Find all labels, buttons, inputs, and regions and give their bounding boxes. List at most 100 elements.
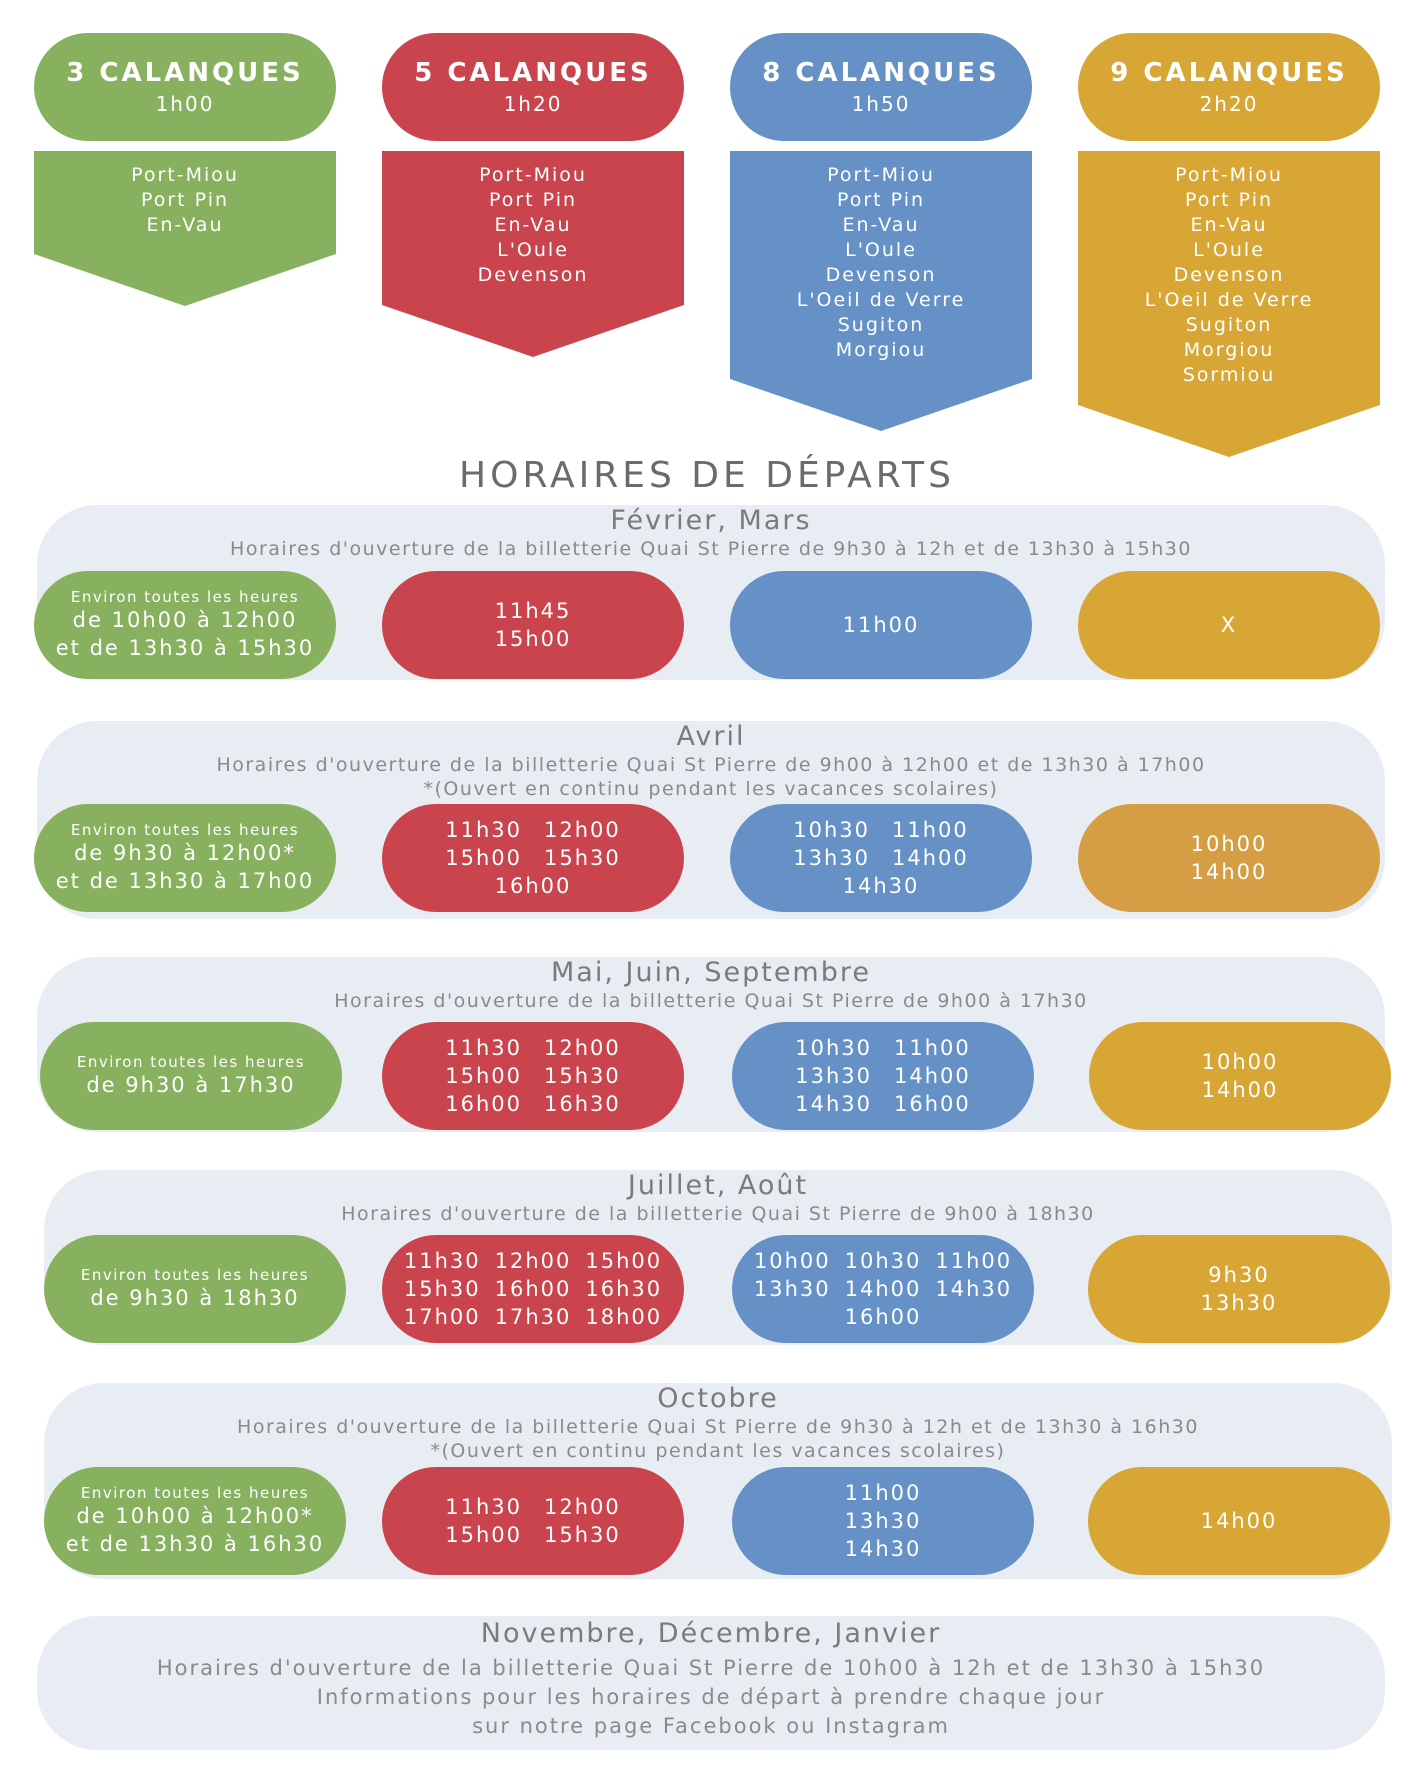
stop: L'Oeil de Verre — [1144, 289, 1314, 311]
schedule-3-calanques: Environ toutes les heures de 10h00 à 12h… — [44, 1467, 346, 1575]
route-stops: Port-Miou Port Pin En-Vau L'Oule Devenso… — [382, 151, 684, 357]
route-3-calanques: 3 CALANQUES 1h00 Port-Miou Port Pin En-V… — [34, 33, 336, 306]
info-line: *(Ouvert en continu pendant les vacances… — [423, 778, 999, 800]
route-pill: 9 CALANQUES 2h20 — [1078, 33, 1380, 141]
info-line: Horaires d'ouverture de la billetterie Q… — [334, 990, 1088, 1012]
stop: En-Vau — [842, 214, 920, 236]
departure-time: 10h30 — [844, 1249, 922, 1273]
route-5-calanques: 5 CALANQUES 1h20 Port-Miou Port Pin En-V… — [382, 33, 684, 357]
stop: Morgiou — [835, 339, 927, 361]
route-duration: 1h20 — [503, 92, 563, 116]
stop: Port-Miou — [1175, 164, 1283, 186]
info-line: Horaires d'ouverture de la billetterie Q… — [341, 1203, 1095, 1225]
route-duration: 2h20 — [1199, 92, 1259, 116]
schedule-9-calanques: 10h00 14h00 — [1089, 1022, 1391, 1130]
info-line: Horaires d'ouverture de la billetterie Q… — [216, 754, 1206, 776]
schedule-8-calanques: 11h00 13h30 14h30 — [732, 1467, 1034, 1575]
departure-time: 15h00 — [445, 846, 522, 870]
period-info: Horaires d'ouverture de la billetterie Q… — [44, 1415, 1392, 1463]
route-name: 3 CALANQUES — [66, 58, 304, 88]
route-pill: 3 CALANQUES 1h00 — [34, 33, 336, 141]
departure-time: 12h00 — [494, 1249, 572, 1273]
route-stops: Port-Miou Port Pin En-Vau — [34, 151, 336, 306]
departure-time: 10h00 — [1190, 832, 1268, 856]
info-line: Informations pour les horaires de départ… — [316, 1685, 1106, 1709]
schedule-line: de 10h00 à 12h00* — [76, 1504, 314, 1528]
departure-time: 11h00 — [842, 613, 920, 637]
departure-time: 10h00 — [753, 1249, 831, 1273]
stop: Sugiton — [1185, 314, 1273, 336]
departure-time: 11h00 — [844, 1481, 922, 1505]
departure-time: 11h45 — [494, 599, 572, 623]
route-9-calanques: 9 CALANQUES 2h20 Port-Miou Port Pin En-V… — [1078, 33, 1380, 457]
route-stops: Port-Miou Port Pin En-Vau L'Oule Devenso… — [1078, 151, 1380, 457]
schedule-3-calanques: Environ toutes les heures de 9h30 à 17h3… — [40, 1022, 342, 1130]
schedule-3-calanques: Environ toutes les heures de 9h30 à 18h3… — [44, 1235, 346, 1343]
departure-time: 12h00 — [544, 1495, 621, 1519]
schedule-5-calanques: 11h45 15h00 — [382, 571, 684, 679]
schedule-note: Environ toutes les heures — [70, 588, 300, 606]
schedule-9-calanques: 10h00 14h00 — [1078, 804, 1380, 912]
route-pill: 5 CALANQUES 1h20 — [382, 33, 684, 141]
departure-time: 11h30 — [445, 1036, 522, 1060]
schedule-9-calanques: 14h00 — [1088, 1467, 1390, 1575]
departure-time: 16h00 — [844, 1305, 922, 1329]
stop: Devenson — [1173, 264, 1285, 286]
stop: Port-Miou — [827, 164, 935, 186]
departure-time: 14h00 — [1201, 1078, 1279, 1102]
stop: Port Pin — [836, 189, 926, 211]
departure-time: 11h30 — [445, 818, 522, 842]
schedule-line: et de 13h30 à 15h30 — [55, 636, 315, 660]
period-info: Horaires d'ouverture de la billetterie Q… — [37, 537, 1385, 561]
schedule-line: et de 13h30 à 17h00 — [55, 869, 315, 893]
schedule-9-calanques: 9h30 13h30 — [1088, 1235, 1390, 1343]
period-octobre: Octobre Horaires d'ouverture de la bille… — [44, 1383, 1392, 1579]
route-8-calanques: 8 CALANQUES 1h50 Port-Miou Port Pin En-V… — [730, 33, 1032, 431]
departure-time: 14h30 — [842, 874, 920, 898]
departure-time: 13h30 — [1200, 1291, 1278, 1315]
stop: Port Pin — [140, 189, 230, 211]
departure-time: 10h00 — [1201, 1050, 1279, 1074]
stop: L'Oeil de Verre — [796, 289, 966, 311]
schedule-line: et de 13h30 à 16h30 — [65, 1532, 325, 1556]
schedule-line: de 9h30 à 17h30 — [86, 1073, 296, 1097]
period-juillet-aout: Juillet, Août Horaires d'ouverture de la… — [44, 1170, 1392, 1345]
schedule-line: de 10h00 à 12h00 — [72, 608, 298, 632]
period-title: Février, Mars — [610, 505, 812, 536]
departure-time: 14h00 — [844, 1277, 922, 1301]
departure-time: 10h30 — [795, 1036, 872, 1060]
period-fevrier-mars: Février, Mars Horaires d'ouverture de la… — [34, 505, 1385, 680]
departure-time: 13h30 — [795, 1064, 872, 1088]
schedule-line: de 9h30 à 18h30 — [90, 1286, 300, 1310]
departure-time: 14h30 — [844, 1537, 922, 1561]
departure-time: 15h00 — [494, 627, 572, 651]
stop: Sormiou — [1182, 364, 1276, 386]
stop: Port Pin — [1184, 189, 1274, 211]
stop: Port-Miou — [479, 164, 587, 186]
departure-time: 18h00 — [585, 1305, 663, 1329]
departure-time: 16h00 — [445, 1092, 522, 1116]
departure-time: 11h00 — [935, 1249, 1013, 1273]
period-info: Horaires d'ouverture de la billetterie Q… — [44, 1202, 1392, 1226]
period-title: Octobre — [657, 1383, 779, 1414]
departure-time: 17h30 — [494, 1305, 572, 1329]
departure-time: 16h00 — [494, 1277, 572, 1301]
departure-time: 14h30 — [935, 1277, 1013, 1301]
departure-time: 11h30 — [403, 1249, 481, 1273]
departure-time: 13h30 — [793, 846, 870, 870]
route-duration: 1h50 — [851, 92, 911, 116]
departure-time: 15h30 — [544, 846, 621, 870]
departure-time: X — [1220, 613, 1238, 637]
period-novembre-decembre-janvier: Novembre, Décembre, Janvier Horaires d'o… — [37, 1616, 1385, 1750]
departure-time: 17h00 — [403, 1305, 481, 1329]
departure-time: 9h30 — [1208, 1263, 1270, 1287]
schedule-note: Environ toutes les heures — [70, 821, 300, 839]
departure-time: 14h00 — [892, 846, 969, 870]
route-duration: 1h00 — [155, 92, 215, 116]
departure-time: 16h30 — [544, 1092, 621, 1116]
stop: En-Vau — [146, 214, 224, 236]
